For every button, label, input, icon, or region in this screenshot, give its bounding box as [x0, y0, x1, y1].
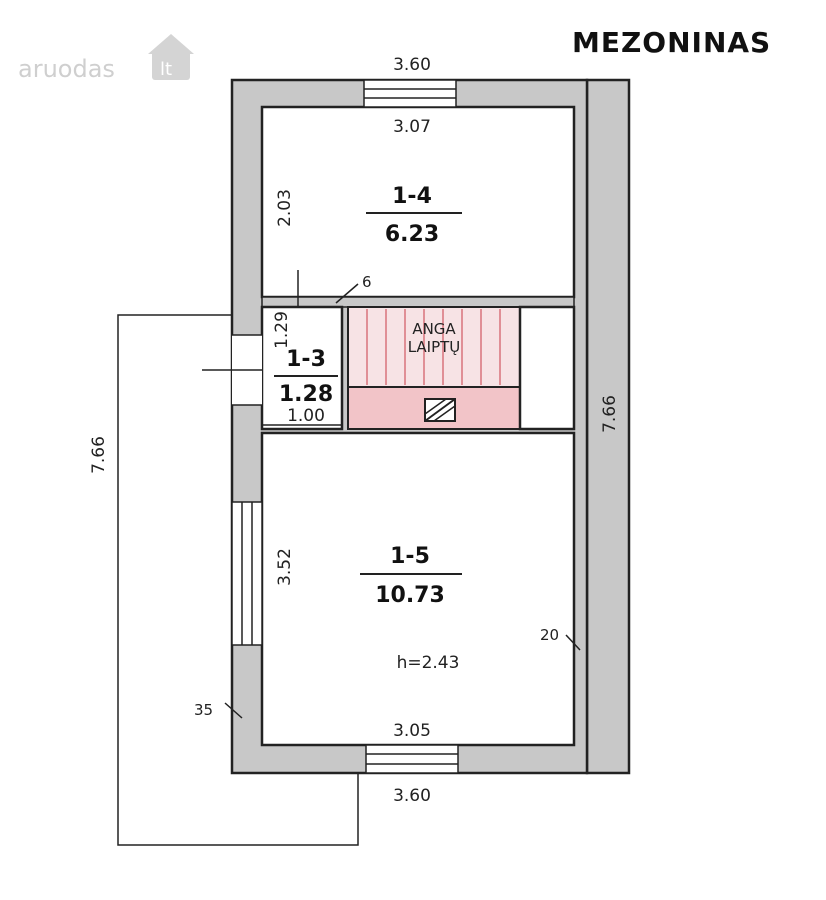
window-top [363, 79, 457, 108]
aruodas-logo: aruodas lt [18, 34, 194, 83]
room-1-3-area: 1.28 [279, 382, 333, 407]
dim-right-total: 7.66 [600, 395, 620, 433]
stair-steps [347, 306, 521, 388]
room-1-3 [260, 305, 344, 431]
dim-bottom-inner: 3.05 [393, 721, 431, 741]
room-1-4-id: 1-4 [392, 184, 432, 209]
dim-top-inner: 3.07 [393, 117, 431, 137]
dim-wall-20: 20 [540, 626, 559, 644]
stair-label-line2: LAIPTŲ [408, 338, 461, 356]
dim-room13-height: 1.29 [272, 311, 292, 349]
dim-room15-height: 3.52 [275, 548, 295, 586]
dim-room14-height: 2.03 [275, 189, 295, 227]
room-1-5-id: 1-5 [390, 544, 430, 569]
ceiling-height: h=2.43 [397, 653, 460, 673]
window-left [231, 501, 263, 646]
room-1-5-area: 10.73 [375, 583, 445, 608]
floor-title: MEZONINAS [572, 26, 771, 59]
logo-tld: lt [160, 59, 172, 80]
stair-label-line1: ANGA [412, 320, 456, 338]
outline-extension [117, 314, 359, 846]
room-1-4 [260, 105, 576, 299]
window-bottom [365, 744, 459, 774]
stair-opening: ANGA LAIPTŲ [347, 306, 521, 430]
tick-wall-20 [565, 634, 581, 651]
logo-roof-icon [148, 34, 194, 54]
closet [518, 305, 576, 431]
dim-left-total: 7.66 [89, 436, 109, 474]
room-1-4-area: 6.23 [385, 222, 439, 247]
tick-wall-35 [224, 702, 243, 719]
partition-top [261, 296, 575, 308]
tick-wall-6 [335, 283, 359, 304]
dim-room13-width: 1.00 [287, 406, 325, 426]
dim-wall-6: 6 [362, 273, 372, 291]
logo-text: aruodas [18, 55, 115, 83]
logo-house-icon [152, 50, 190, 80]
room-1-3-id: 1-3 [286, 347, 326, 372]
dim-wall-35: 35 [194, 701, 213, 719]
dim-top-outer: 3.60 [393, 55, 431, 75]
dim-bottom-outer: 3.60 [393, 786, 431, 806]
